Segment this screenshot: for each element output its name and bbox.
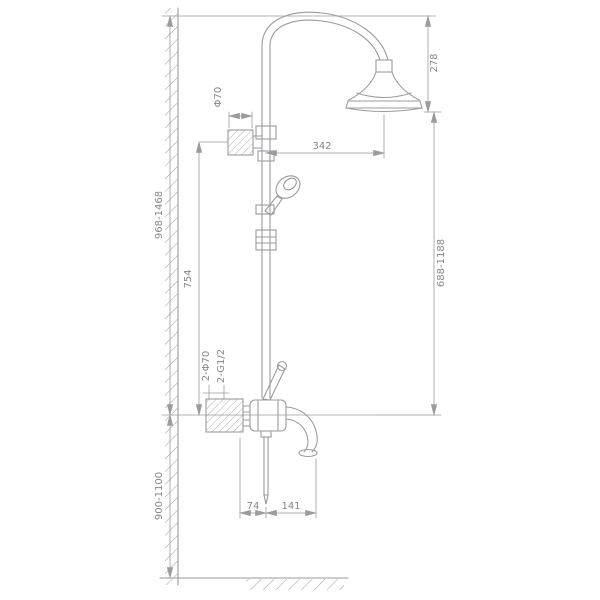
dim-label-342: 342 <box>312 141 331 152</box>
mixer-lever-knob <box>276 360 288 372</box>
spout-upper-edge <box>285 406 318 453</box>
riser-nut-lower <box>257 150 275 162</box>
floor-hatch <box>246 579 344 590</box>
probe-tip <box>263 494 269 505</box>
hand-shower-holder <box>255 204 275 215</box>
hand-shower-head <box>275 175 301 199</box>
shower-head-bell-left <box>348 71 377 101</box>
dim-label-968-1468: 968-1468 <box>154 191 165 239</box>
shower-column <box>261 45 271 399</box>
shower-head <box>345 59 423 113</box>
gooseneck-arm <box>261 11 389 61</box>
dim-label-141: 141 <box>281 501 300 512</box>
wall-hatch <box>165 8 178 585</box>
wall <box>165 7 179 586</box>
dim-label-74: 74 <box>247 501 260 512</box>
dim-label-2-g12: 2-G1/2 <box>216 349 227 383</box>
hand-shower-handle <box>264 195 283 216</box>
dim-label-2-phi70: 2-Φ70 <box>201 351 212 382</box>
mixer-body <box>249 399 287 432</box>
dim-label-900-1100: 900-1100 <box>154 472 165 520</box>
shower-head-bell-contour <box>356 92 412 99</box>
dim-label-phi70: Φ70 <box>213 87 224 108</box>
mixer <box>205 360 318 505</box>
shower-head-bell-right <box>391 71 420 101</box>
column-union-nut <box>255 229 277 251</box>
hand-shower-head-detail <box>283 177 297 191</box>
dim-label-278: 278 <box>429 53 440 72</box>
dimension-lines <box>161 14 442 580</box>
wall-flange <box>227 125 277 162</box>
dimension-labels: 278 342 Φ70 968-1468 754 688-1188 2-Φ70 … <box>154 53 447 520</box>
spout-mouth <box>298 448 318 458</box>
shower-head-face <box>345 107 423 113</box>
dim-label-754: 754 <box>183 269 194 288</box>
wall-flange-body <box>227 129 254 156</box>
hand-shower <box>255 175 301 216</box>
dim-label-688-1188: 688-1188 <box>436 239 447 287</box>
linework-root <box>159 7 442 590</box>
mixer-wall-plate <box>205 398 244 433</box>
probe-collar <box>260 430 272 438</box>
spout-lower-edge <box>285 418 309 453</box>
shower-head-collar <box>375 59 393 73</box>
riser-nut-upper <box>255 125 277 140</box>
floor <box>159 577 349 590</box>
